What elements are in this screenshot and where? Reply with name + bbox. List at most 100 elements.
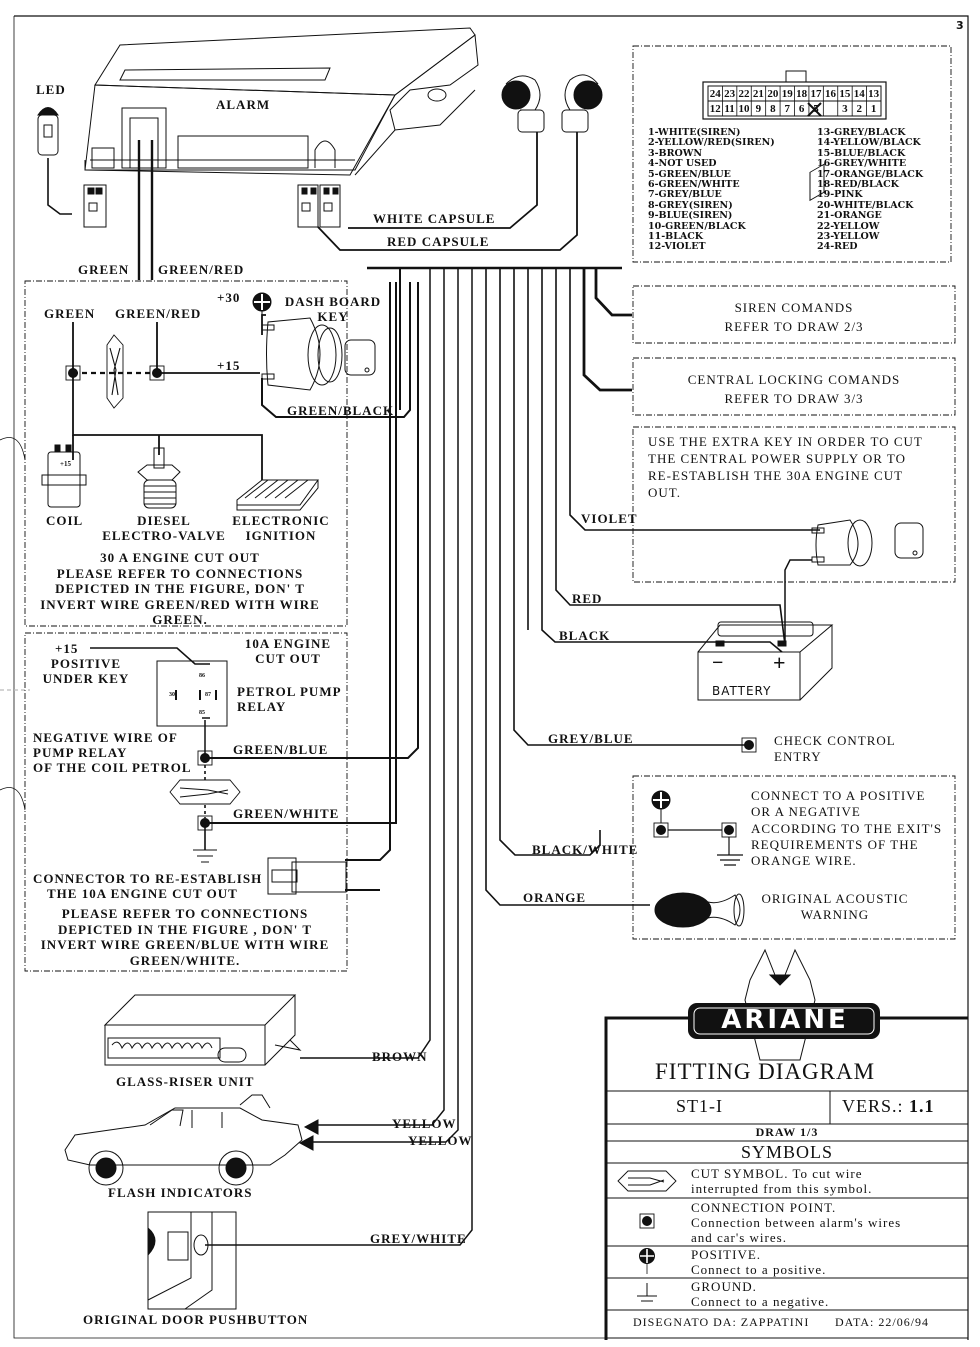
label-green-white: GREEN/WHITE bbox=[233, 806, 340, 821]
label-yellow-2: YELLOW bbox=[408, 1133, 473, 1148]
pin-number: 7 bbox=[784, 103, 790, 115]
pin-assignment: 7-GREY/BLUE bbox=[648, 189, 722, 201]
pin-assignment: 23-YELLOW bbox=[817, 231, 880, 243]
connection-point-icon bbox=[65, 365, 81, 381]
pin-assignment: 9-BLUE(SIREN) bbox=[648, 210, 733, 222]
pin-assignment: 8-GREY(SIREN) bbox=[648, 199, 733, 211]
led-icon bbox=[37, 107, 72, 215]
engine-cut-30a-note: 30 A ENGINE CUT OUT PLEASE REFER TO CONN… bbox=[40, 550, 320, 628]
pin-number: 19 bbox=[781, 88, 793, 100]
ariane-logo-icon bbox=[688, 948, 880, 1061]
pin-number: 22 bbox=[738, 88, 750, 100]
connector-re-establish-icon bbox=[267, 857, 347, 895]
wire-green-red-label: GREEN/RED bbox=[158, 262, 245, 277]
label-green-blue: GREEN/BLUE bbox=[233, 742, 329, 757]
ground-icon bbox=[668, 829, 743, 866]
horn-icon bbox=[654, 892, 745, 928]
pin-number: 6 bbox=[798, 103, 805, 115]
connection-point-icon bbox=[639, 1213, 655, 1229]
label-orange: ORANGE bbox=[523, 890, 587, 905]
engine-cut-10a-note: PLEASE REFER TO CONNECTIONS DEPICTED IN … bbox=[40, 906, 330, 968]
symbol-cut-description: CUT SYMBOL. To cut wire interrupted from… bbox=[691, 1166, 873, 1196]
connection-point-icon bbox=[721, 822, 737, 838]
battery-icon bbox=[697, 163, 834, 701]
siren-box bbox=[632, 285, 956, 344]
connector-led bbox=[83, 184, 107, 228]
pin-number: 16 bbox=[824, 88, 836, 100]
brand-logo-text: ARIANE bbox=[721, 1005, 849, 1035]
pin-assignment: 22-YELLOW bbox=[817, 220, 880, 232]
connector-capsules bbox=[297, 184, 341, 228]
label-grey-blue: GREY/BLUE bbox=[548, 731, 634, 746]
symbol-ground-description: GROUND. Connect to a negative. bbox=[691, 1279, 830, 1309]
pin-assignment: 17-ORANGE/BLACK bbox=[817, 168, 924, 180]
arrow-icon bbox=[298, 1135, 314, 1151]
pin-number: 17 bbox=[810, 88, 822, 100]
pin-number bbox=[823, 103, 837, 116]
check-control-label: CHECK CONTROL ENTRY bbox=[774, 733, 896, 764]
label-brown: BROWN bbox=[372, 1049, 428, 1064]
extra-key-note: USE THE EXTRA KEY IN ORDER TO CUT THE CE… bbox=[648, 434, 923, 500]
battery-label: BATTERY bbox=[712, 684, 772, 698]
petrol-pump-relay-label: PETROL PUMP RELAY bbox=[237, 684, 342, 714]
wire-green-label: GREEN bbox=[78, 262, 130, 277]
pin-number: 20 bbox=[767, 88, 779, 100]
label-plus15: +15 bbox=[217, 358, 241, 373]
pin-assignment: 6-GREEN/WHITE bbox=[648, 179, 740, 191]
label-yellow-1: YELLOW bbox=[392, 1116, 457, 1131]
white-capsule-icon bbox=[348, 75, 545, 229]
label-plus15-10a: +15 bbox=[55, 641, 79, 656]
pin-number: 2 bbox=[856, 103, 863, 115]
label-black: BLACK bbox=[559, 628, 611, 643]
diesel-valve-icon bbox=[137, 447, 181, 509]
led-label: LED bbox=[36, 82, 66, 97]
acoustic-warning-label: ORIGINAL ACOUSTIC WARNING bbox=[761, 891, 909, 922]
battery-plus: + bbox=[773, 650, 787, 675]
pin-number: 1 bbox=[870, 103, 877, 115]
arrow-icon bbox=[303, 1119, 319, 1135]
connect-note-box bbox=[632, 775, 956, 940]
label-grey-white: GREY/WHITE bbox=[370, 1231, 467, 1246]
white-capsule-label: WHITE CAPSULE bbox=[373, 211, 496, 226]
pin-number: 9 bbox=[755, 103, 762, 115]
coil-label: COIL bbox=[46, 513, 84, 528]
positive-icon bbox=[252, 292, 272, 335]
glass-riser-label: GLASS-RISER UNIT bbox=[116, 1074, 255, 1089]
label-plus30: +30 bbox=[217, 290, 241, 305]
pin-number: 13 bbox=[868, 88, 880, 100]
designer-label: DISEGNATO DA: ZAPPATINI bbox=[633, 1315, 810, 1329]
pin-number: 3 bbox=[842, 103, 848, 115]
pin-assignment: 18-RED/BLACK bbox=[817, 179, 899, 191]
red-capsule-label: RED CAPSULE bbox=[387, 234, 490, 249]
car-icon bbox=[64, 1094, 303, 1186]
extra-key-icon bbox=[784, 519, 924, 645]
model-label: ST1-I bbox=[676, 1096, 723, 1116]
version-label: VERS.: 1.1 bbox=[842, 1096, 935, 1116]
alarm-label: ALARM bbox=[216, 97, 271, 112]
dash-board-key-label: DASH BOARD KEY bbox=[284, 294, 382, 324]
positive-icon bbox=[651, 790, 671, 823]
electronic-ignition-label: ELECTRONIC IGNITION bbox=[232, 513, 330, 543]
label-red: RED bbox=[572, 591, 603, 606]
positive-icon bbox=[639, 1248, 655, 1274]
siren-commands-label: SIREN COMANDS REFER TO DRAW 2/3 bbox=[724, 300, 864, 334]
pin-assignment: 24-RED bbox=[817, 241, 858, 253]
pin-number: 5 bbox=[813, 103, 819, 115]
flash-indicators-label: FLASH INDICATORS bbox=[108, 1185, 253, 1200]
pin-number: 24 bbox=[709, 88, 721, 100]
label-green-black: GREEN/BLACK bbox=[287, 403, 395, 418]
pin-assignment: 19-PINK bbox=[817, 189, 863, 201]
harness-wires bbox=[205, 268, 820, 1246]
connector-pin-grid bbox=[702, 70, 887, 120]
door-pushbutton-label: ORIGINAL DOOR PUSHBUTTON bbox=[83, 1312, 309, 1327]
pin-number: 18 bbox=[796, 88, 808, 100]
electronic-ignition-icon bbox=[236, 479, 319, 511]
symbols-heading: SYMBOLS bbox=[740, 1142, 834, 1162]
extra-key-box bbox=[632, 426, 956, 583]
pinout-box bbox=[632, 45, 952, 263]
pin-assignment: 12-VIOLET bbox=[648, 241, 706, 253]
box-30a-cut bbox=[24, 280, 348, 627]
